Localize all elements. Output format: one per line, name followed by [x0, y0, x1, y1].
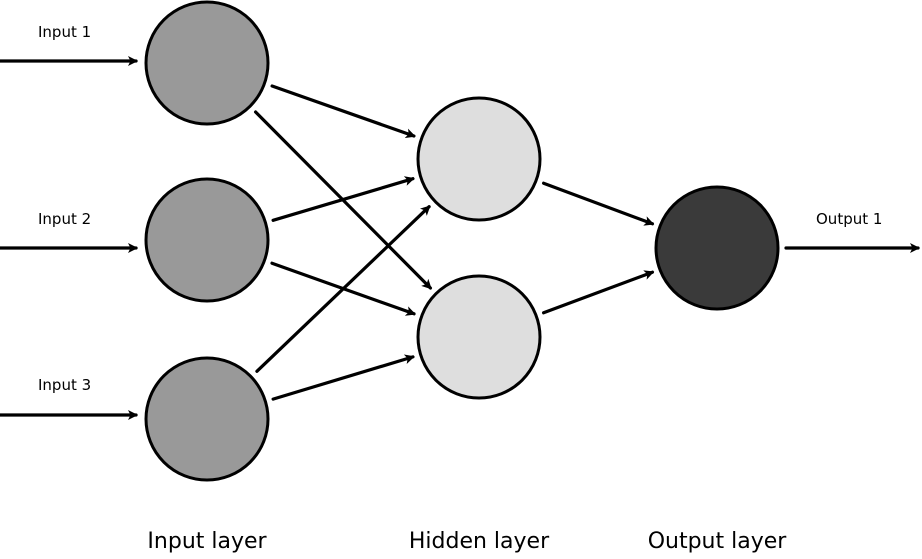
- edge-h2-o1: [541, 270, 655, 315]
- input-node-3: [144, 356, 270, 482]
- output-node: [654, 185, 780, 311]
- input-3-label: Input 3: [38, 376, 91, 394]
- input-1-label: Input 1: [38, 23, 91, 41]
- hidden-layer-label: Hidden layer: [409, 529, 550, 554]
- nodes-group: [144, 0, 780, 482]
- edge-i3-h1: [255, 205, 431, 373]
- input-node-1: [144, 0, 270, 126]
- input-node-2: [144, 177, 270, 303]
- input-2-label: Input 2: [38, 210, 91, 228]
- edges-group: [254, 84, 655, 401]
- input-layer-label: Input layer: [147, 529, 267, 554]
- edge-i1-h1: [270, 84, 416, 139]
- output-1-label: Output 1: [816, 210, 882, 228]
- hidden-node-1: [416, 96, 542, 222]
- hidden-node-2: [416, 274, 542, 400]
- output-layer-label: Output layer: [648, 529, 788, 554]
- edge-h1-o1: [541, 181, 655, 226]
- edge-i2-h1: [271, 176, 415, 222]
- edge-i3-h2: [271, 354, 415, 401]
